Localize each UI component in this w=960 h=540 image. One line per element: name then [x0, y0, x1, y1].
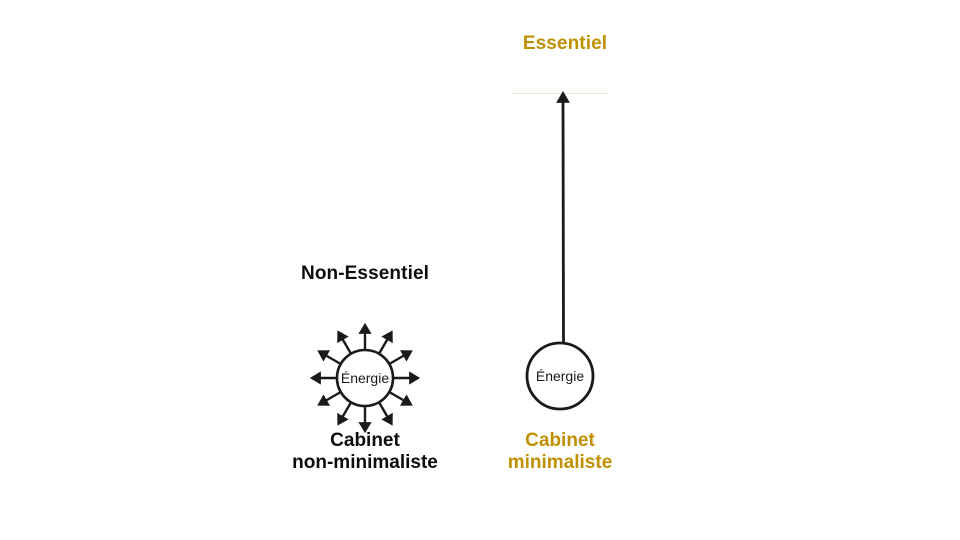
- circle-icon: [335, 348, 395, 408]
- right-energy-node: Énergie: [525, 91, 595, 411]
- caption-right-line2: minimaliste: [507, 452, 613, 473]
- radiating-arrows-icon: [309, 322, 421, 434]
- caption-left-line1: Cabinet: [330, 430, 400, 451]
- left-circle-label: Énergie: [341, 370, 389, 386]
- caption-left-line2: non-minimaliste: [292, 452, 438, 473]
- caption-cabinet-minimaliste: Cabinet minimaliste: [455, 430, 665, 474]
- caption-right-line1: Cabinet: [525, 430, 595, 451]
- caption-cabinet-non-minimaliste: Cabinet non-minimaliste: [245, 430, 485, 474]
- heading-non-essentiel: Non-Essentiel: [301, 263, 429, 284]
- left-energy-node: Énergie: [309, 322, 421, 434]
- right-circle-label: Énergie: [536, 368, 584, 384]
- up-arrow-icon: [556, 91, 570, 345]
- heading-essentiel: Essentiel: [522, 33, 608, 54]
- circle-icon: [525, 341, 595, 411]
